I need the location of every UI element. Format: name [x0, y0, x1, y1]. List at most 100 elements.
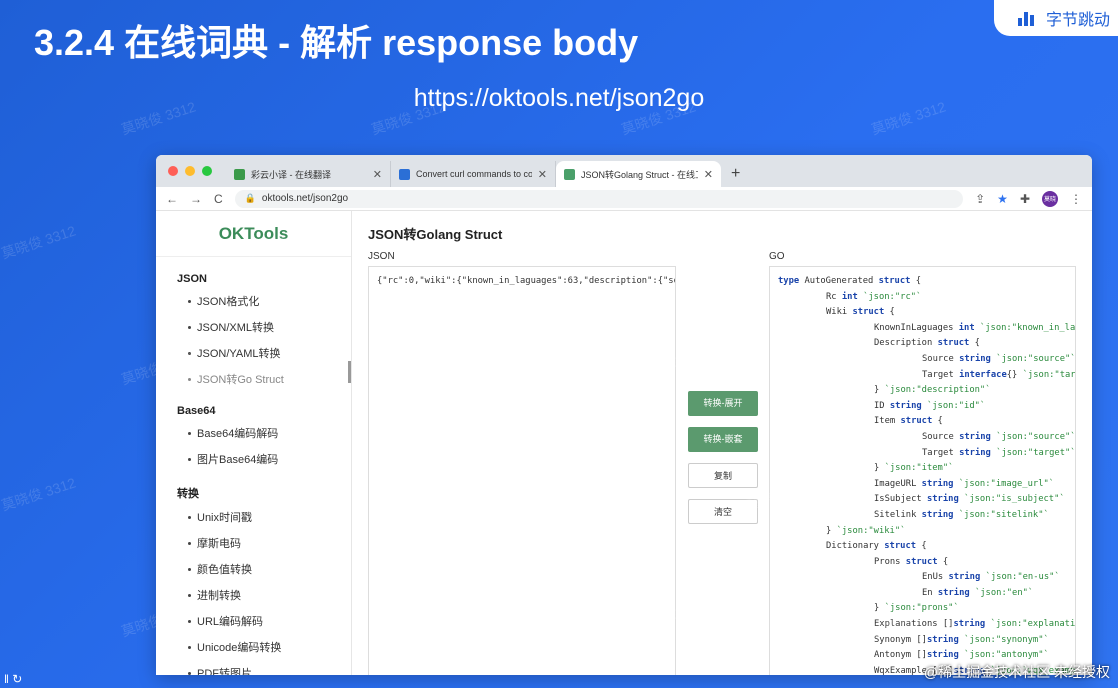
go-code-token: `json:"target"` — [1022, 369, 1076, 380]
go-code-token: Antonym [] — [874, 650, 927, 661]
sidebar-section-title: JSON — [177, 273, 207, 285]
go-code-token: En — [922, 587, 938, 598]
minimize-window-icon[interactable] — [185, 166, 195, 176]
go-code-token: } — [874, 385, 885, 396]
clear-button[interactable]: 清空 — [688, 499, 758, 524]
sidebar-item[interactable]: JSON转Go Struct — [188, 371, 351, 387]
tab-label: Convert curl commands to co — [416, 169, 532, 179]
go-code-line: } `json:"prons"` — [778, 603, 1067, 619]
go-code-token: int — [958, 322, 975, 333]
go-code-token: { — [916, 541, 927, 552]
convert-expand-button[interactable]: 转换-展开 — [688, 391, 758, 416]
json-label: JSON — [368, 251, 395, 262]
convert-nest-button[interactable]: 转换-嵌套 — [688, 427, 758, 452]
go-code-token: `json:"rc"` — [857, 291, 922, 302]
go-code-token: string — [926, 494, 959, 505]
tab-favicon-icon — [234, 168, 245, 180]
player-controls-icon[interactable]: ‖ ↻ — [4, 672, 23, 686]
forward-icon[interactable]: → — [190, 191, 202, 206]
reload-icon[interactable]: C — [214, 191, 223, 206]
go-code-line: Prons struct { — [778, 557, 1067, 573]
sidebar-item[interactable]: URL编码解码 — [188, 613, 351, 629]
site-logo[interactable]: OKTools — [156, 211, 351, 257]
sidebar-item[interactable]: Base64编码解码 — [188, 425, 351, 441]
go-code-token: { — [932, 416, 943, 427]
sidebar-item[interactable]: 图片Base64编码 — [188, 451, 351, 467]
go-code-line: Source string `json:"source"` — [778, 353, 1075, 370]
corner-watermark: @稀土掘金技术社区 未经授权 — [924, 662, 1110, 682]
go-code-token: Synonym [] — [874, 634, 927, 645]
go-code-token: `json:"wqx_example"` — [990, 665, 1076, 675]
tab-favicon-icon — [564, 168, 575, 180]
back-icon[interactable]: ← — [166, 191, 178, 206]
tab-close-icon[interactable]: ✕ — [703, 168, 713, 181]
go-code-token: `json:"known_in_laguages"` — [979, 322, 1076, 333]
sidebar-item[interactable]: JSON格式化 — [188, 293, 351, 309]
corner-watermark-right: 未经授权 — [1054, 664, 1110, 680]
go-code-token: string — [953, 619, 986, 630]
go-code-token: { — [969, 338, 980, 349]
sidebar: OKTools JSON JSON格式化 JSON/XML转换 JSON/YAML转换… — [156, 211, 352, 675]
lock-icon: 🔒 — [244, 193, 256, 203]
go-code-line: Explanations []string `json:"explanation… — [778, 619, 1075, 635]
tab-close-icon[interactable]: ✕ — [372, 168, 382, 181]
tab-1[interactable]: 彩云小译 - 在线翻译✕ — [226, 161, 391, 187]
go-code-line: Antonym []string `json:"antonym"` — [778, 650, 1067, 666]
go-code-token: ImageURL — [874, 478, 922, 489]
go-code-token: `json:"explanations"` — [990, 619, 1076, 630]
sidebar-item[interactable]: 摩斯电码 — [188, 535, 351, 551]
brand-text: 字节跳动 — [1046, 12, 1111, 29]
bookmark-star-icon[interactable]: ★ — [997, 191, 1008, 206]
go-code-token: {} — [1006, 369, 1023, 380]
tabs-list: 彩云小译 - 在线翻译✕ Convert curl commands to co ✕… — [226, 161, 721, 187]
go-code-token: } — [826, 525, 837, 536]
extensions-icon[interactable]: ✚ — [1019, 191, 1030, 206]
sidebar-nav: JSON JSON格式化 JSON/XML转换 JSON/YAML转换 JSON转Go … — [156, 273, 351, 675]
go-code-token: `json:"source"` — [990, 353, 1076, 364]
json-input[interactable]: {"rc":0,"wiki":{"known_in_laguages":63,"… — [368, 266, 676, 675]
tab-2[interactable]: Convert curl commands to co ✕ — [391, 161, 556, 187]
go-code-line: Synonym []string `json:"synonym"` — [778, 635, 1067, 651]
go-code-line: Dictionary struct { — [778, 541, 1067, 557]
menu-kebab-icon[interactable]: ⋮ — [1070, 191, 1082, 206]
new-tab-icon[interactable]: + — [731, 165, 741, 182]
go-code-token: AutoGenerated — [799, 276, 879, 286]
sidebar-item[interactable]: JSON/YAML转换 — [188, 345, 351, 361]
go-code-token: Explanations [] — [874, 619, 954, 630]
share-icon[interactable]: ⇪ — [975, 191, 986, 206]
go-code-line: KnownInLaguages int `json:"known_in_lagu… — [778, 322, 1075, 339]
go-code-token: Sitelink — [874, 509, 922, 520]
maximize-window-icon[interactable] — [202, 166, 212, 176]
go-code-token: struct — [900, 416, 933, 427]
go-code-token: struct — [937, 338, 970, 349]
tab-favicon-icon — [399, 168, 410, 180]
sidebar-item[interactable]: Unicode编码转换 — [188, 639, 351, 655]
tab-3[interactable]: JSON转Golang Struct - 在线工✕ — [556, 161, 721, 187]
go-code-line: En string `json:"en"` — [778, 588, 1067, 604]
go-code-token: WqxExample [][] — [874, 665, 954, 675]
avatar[interactable]: 莫晓 — [1042, 190, 1058, 207]
address-bar[interactable]: 🔒 oktools.net/json2go — [234, 189, 964, 208]
go-code-token: IsSubject — [874, 494, 927, 505]
go-output[interactable]: type AutoGenerated struct {Rc int `json:… — [769, 266, 1076, 675]
sidebar-scrollbar[interactable] — [348, 361, 351, 383]
go-code-token: Dictionary — [826, 541, 885, 552]
go-code-token: `json:"description"` — [884, 385, 991, 396]
sidebar-item[interactable]: PDF转图片 — [188, 665, 351, 675]
tab-close-icon[interactable]: ✕ — [537, 168, 547, 181]
sidebar-item[interactable]: JSON/XML转换 — [188, 319, 351, 335]
address-text: oktools.net/json2go — [261, 193, 349, 204]
go-code-line: } `json:"description"` — [778, 385, 1067, 401]
copy-button[interactable]: 复制 — [688, 463, 758, 488]
go-code-token: struct — [905, 556, 938, 567]
sidebar-item[interactable]: 颜色值转换 — [188, 561, 351, 577]
go-code-token: `json:"id"` — [921, 400, 986, 411]
close-window-icon[interactable] — [168, 166, 178, 176]
go-code-token: string — [959, 353, 991, 364]
go-code-token: { — [937, 556, 949, 567]
sidebar-item[interactable]: 进制转换 — [188, 587, 351, 603]
go-code-line: Rc int `json:"rc"` — [778, 292, 1067, 308]
page-title: JSON转Golang Struct — [368, 227, 503, 242]
go-code-line: ImageURL string `json:"image_url"` — [778, 479, 1067, 495]
sidebar-item[interactable]: Unix时间戳 — [188, 509, 351, 525]
